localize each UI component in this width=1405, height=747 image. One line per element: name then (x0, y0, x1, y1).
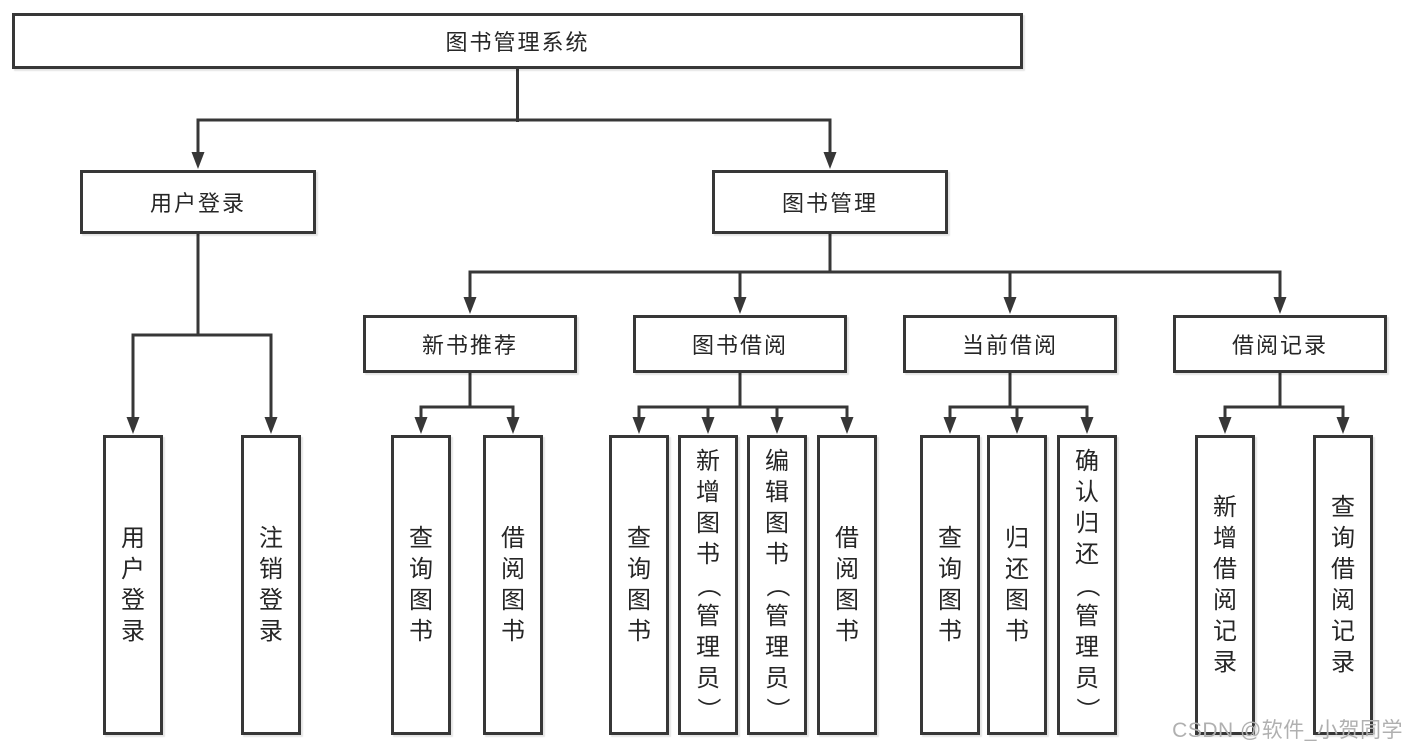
leaf-add-borrow-record: 新增借阅记录 (1195, 435, 1255, 735)
leaf-query-books-current: 查询图书 (920, 435, 980, 735)
leaf-borrow-books-borrow-label: 借阅图书 (835, 525, 859, 645)
leaf-query-books-borrow: 查询图书 (609, 435, 669, 735)
leaf-query-books-current-label: 查询图书 (938, 525, 962, 645)
leaf-add-borrow-record-label: 新增借阅记录 (1213, 494, 1237, 676)
node-borrow-records: 借阅记录 (1173, 315, 1387, 373)
leaf-edit-books-admin-label: 编辑图书（管理员） (763, 447, 791, 722)
leaf-borrow-books-recommend: 借阅图书 (483, 435, 543, 735)
node-root: 图书管理系统 (12, 13, 1023, 69)
leaf-return-books: 归还图书 (987, 435, 1047, 735)
leaf-query-borrow-record: 查询借阅记录 (1313, 435, 1373, 735)
leaf-logout-label: 注销登录 (259, 525, 283, 645)
leaf-add-books-admin: 新增图书（管理员） (678, 435, 738, 735)
leaf-query-books-recommend-label: 查询图书 (409, 525, 433, 645)
leaf-add-books-admin-label: 新增图书（管理员） (694, 447, 722, 722)
leaf-borrow-books-borrow: 借阅图书 (817, 435, 877, 735)
leaf-user-login: 用户登录 (103, 435, 163, 735)
leaf-logout: 注销登录 (241, 435, 301, 735)
node-new-book-recommend: 新书推荐 (363, 315, 577, 373)
leaf-return-books-label: 归还图书 (1005, 525, 1029, 645)
watermark-text: CSDN @软件_小贺同学 (1172, 719, 1403, 742)
node-root-label: 图书管理系统 (445, 30, 590, 55)
node-user-login: 用户登录 (80, 170, 316, 234)
leaf-query-books-borrow-label: 查询图书 (627, 525, 651, 645)
leaf-query-borrow-record-label: 查询借阅记录 (1331, 494, 1355, 676)
leaf-confirm-return-admin-label: 确认归还（管理员） (1073, 447, 1101, 722)
leaf-edit-books-admin: 编辑图书（管理员） (747, 435, 807, 735)
leaf-user-login-label: 用户登录 (121, 525, 145, 645)
leaf-borrow-books-recommend-label: 借阅图书 (501, 525, 525, 645)
node-book-borrow-label: 图书借阅 (691, 333, 788, 358)
node-book-management-label: 图书管理 (781, 191, 878, 216)
leaf-query-books-recommend: 查询图书 (391, 435, 451, 735)
node-borrow-records-label: 借阅记录 (1231, 333, 1328, 358)
node-current-borrow-label: 当前借阅 (961, 333, 1058, 358)
leaf-confirm-return-admin: 确认归还（管理员） (1057, 435, 1117, 735)
node-book-management: 图书管理 (712, 170, 948, 234)
node-current-borrow: 当前借阅 (903, 315, 1117, 373)
node-new-book-recommend-label: 新书推荐 (421, 333, 518, 358)
node-book-borrow: 图书借阅 (633, 315, 847, 373)
node-user-login-label: 用户登录 (149, 191, 246, 216)
